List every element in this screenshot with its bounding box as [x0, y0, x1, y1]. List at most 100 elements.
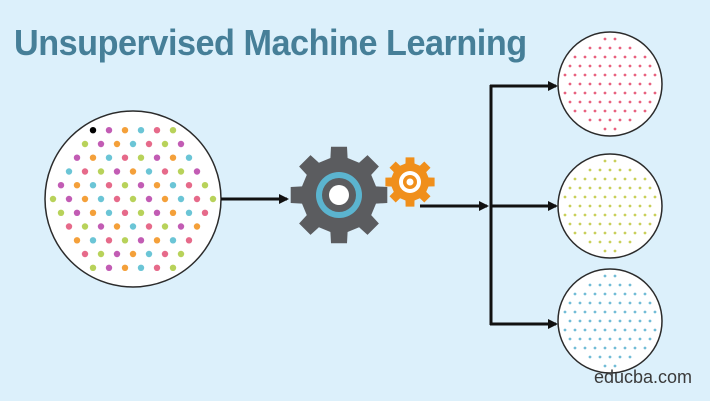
input-dot: [121, 264, 129, 271]
cluster-pink-dot: [638, 82, 642, 86]
cluster-pink-dot: [563, 73, 567, 77]
input-dot: [185, 237, 193, 244]
cluster-pink-dot: [588, 64, 592, 68]
cluster-blue-dots: [563, 274, 657, 368]
cluster-pink-dot: [613, 73, 617, 77]
input-dot: [137, 209, 145, 216]
cluster-blue-dot: [593, 292, 597, 296]
diagram-title: Unsupervised Machine Learning: [14, 22, 527, 63]
cluster-pink-dot: [613, 37, 617, 41]
cluster-yellow-dot: [623, 177, 627, 181]
cluster-pink-dot: [588, 100, 592, 104]
cluster-yellow-circle: [557, 153, 663, 259]
cluster-pink-dot: [628, 82, 632, 86]
cluster-pink-dot: [608, 46, 612, 50]
cluster-pink-dot: [568, 64, 572, 68]
input-dot: [193, 223, 201, 230]
gear-small-icon: [385, 157, 435, 207]
input-dot: [193, 168, 201, 175]
cluster-blue-dot: [598, 355, 602, 359]
cluster-yellow-dot: [568, 186, 572, 190]
cluster-pink-dot: [643, 109, 647, 113]
cluster-yellow-dot: [573, 231, 577, 235]
cluster-pink-dot: [583, 73, 587, 77]
cluster-blue-dot: [578, 301, 582, 305]
input-dot: [169, 209, 177, 216]
cluster-yellow-dot: [593, 177, 597, 181]
cluster-blue-dot: [588, 337, 592, 341]
cluster-blue-dot: [603, 274, 607, 278]
cluster-pink-dot: [618, 100, 622, 104]
cluster-pink-dot: [613, 91, 617, 95]
cluster-blue-dot: [588, 283, 592, 287]
cluster-yellow-dot: [618, 222, 622, 226]
cluster-blue-dot: [593, 328, 597, 332]
input-dot: [81, 140, 89, 148]
cluster-blue-dot: [638, 301, 642, 305]
input-dot: [153, 264, 161, 271]
cluster-pink-dot: [608, 100, 612, 104]
cluster-blue-dot: [643, 292, 647, 296]
input-dot: [129, 140, 137, 148]
cluster-pink-dot: [648, 100, 652, 104]
input-dots: [49, 127, 217, 271]
cluster-pink-dot: [628, 100, 632, 104]
cluster-pink-dot: [633, 73, 637, 77]
cluster-pink-dot: [568, 82, 572, 86]
cluster-blue-dot: [573, 292, 577, 296]
cluster-blue-dot: [608, 337, 612, 341]
cluster-blue-dot: [568, 337, 572, 341]
cluster-pink-dot: [583, 91, 587, 95]
cluster-yellow-dot: [578, 222, 582, 226]
input-dot: [89, 182, 97, 189]
cluster-yellow-dot: [633, 231, 637, 235]
cluster-pink-dot: [653, 73, 657, 77]
cluster-yellow-dot: [653, 195, 657, 199]
cluster-blue-dot: [618, 283, 622, 287]
input-dot: [73, 182, 81, 189]
input-dot: [73, 209, 81, 216]
cluster-yellow-dot: [638, 222, 642, 226]
input-dot: [105, 127, 113, 134]
input-dot: [97, 223, 105, 230]
watermark-text: educba.com: [593, 367, 692, 387]
input-dot: [161, 223, 169, 230]
cluster-blue-dot: [583, 310, 587, 314]
cluster-yellow-dots: [563, 159, 657, 253]
input-dot: [49, 195, 57, 203]
cluster-yellow-dot: [588, 222, 592, 226]
cluster-pink-dot: [623, 91, 627, 95]
cluster-yellow-dot: [608, 204, 612, 208]
cluster-yellow-dot: [643, 231, 647, 235]
cluster-blue-dot: [618, 337, 622, 341]
cluster-yellow-dot: [618, 240, 622, 244]
input-dot: [89, 237, 97, 244]
input-dot: [113, 250, 121, 258]
cluster-pink-dot: [588, 118, 592, 122]
gear-small-hole: [406, 178, 414, 186]
cluster-yellow-dot: [608, 222, 612, 226]
cluster-pink-dot: [573, 73, 577, 77]
cluster-yellow-dot: [628, 240, 632, 244]
cluster-blue-dot: [633, 310, 637, 314]
cluster-yellow-dot: [618, 204, 622, 208]
input-dot: [145, 223, 153, 230]
cluster-yellow-dot: [563, 213, 567, 217]
cluster-blue-dot: [603, 292, 607, 296]
cluster-pink-dot: [578, 100, 582, 104]
cluster-pink-dot: [593, 91, 597, 95]
cluster-pink-dot: [628, 64, 632, 68]
cluster-yellow-dot: [618, 186, 622, 190]
cluster-yellow-dot: [573, 177, 577, 181]
cluster-blue-dot: [628, 355, 632, 359]
input-dot: [201, 182, 209, 189]
cluster-yellow-dot: [588, 168, 592, 172]
cluster-blue-dot: [583, 346, 587, 350]
cluster-pink-dot: [603, 109, 607, 113]
input-dot: [169, 264, 177, 271]
cluster-blue-dot: [563, 328, 567, 332]
cluster-pink-dot: [633, 55, 637, 59]
input-dot: [89, 127, 97, 134]
cluster-yellow-dot: [608, 186, 612, 190]
cluster-blue-dot: [653, 328, 657, 332]
